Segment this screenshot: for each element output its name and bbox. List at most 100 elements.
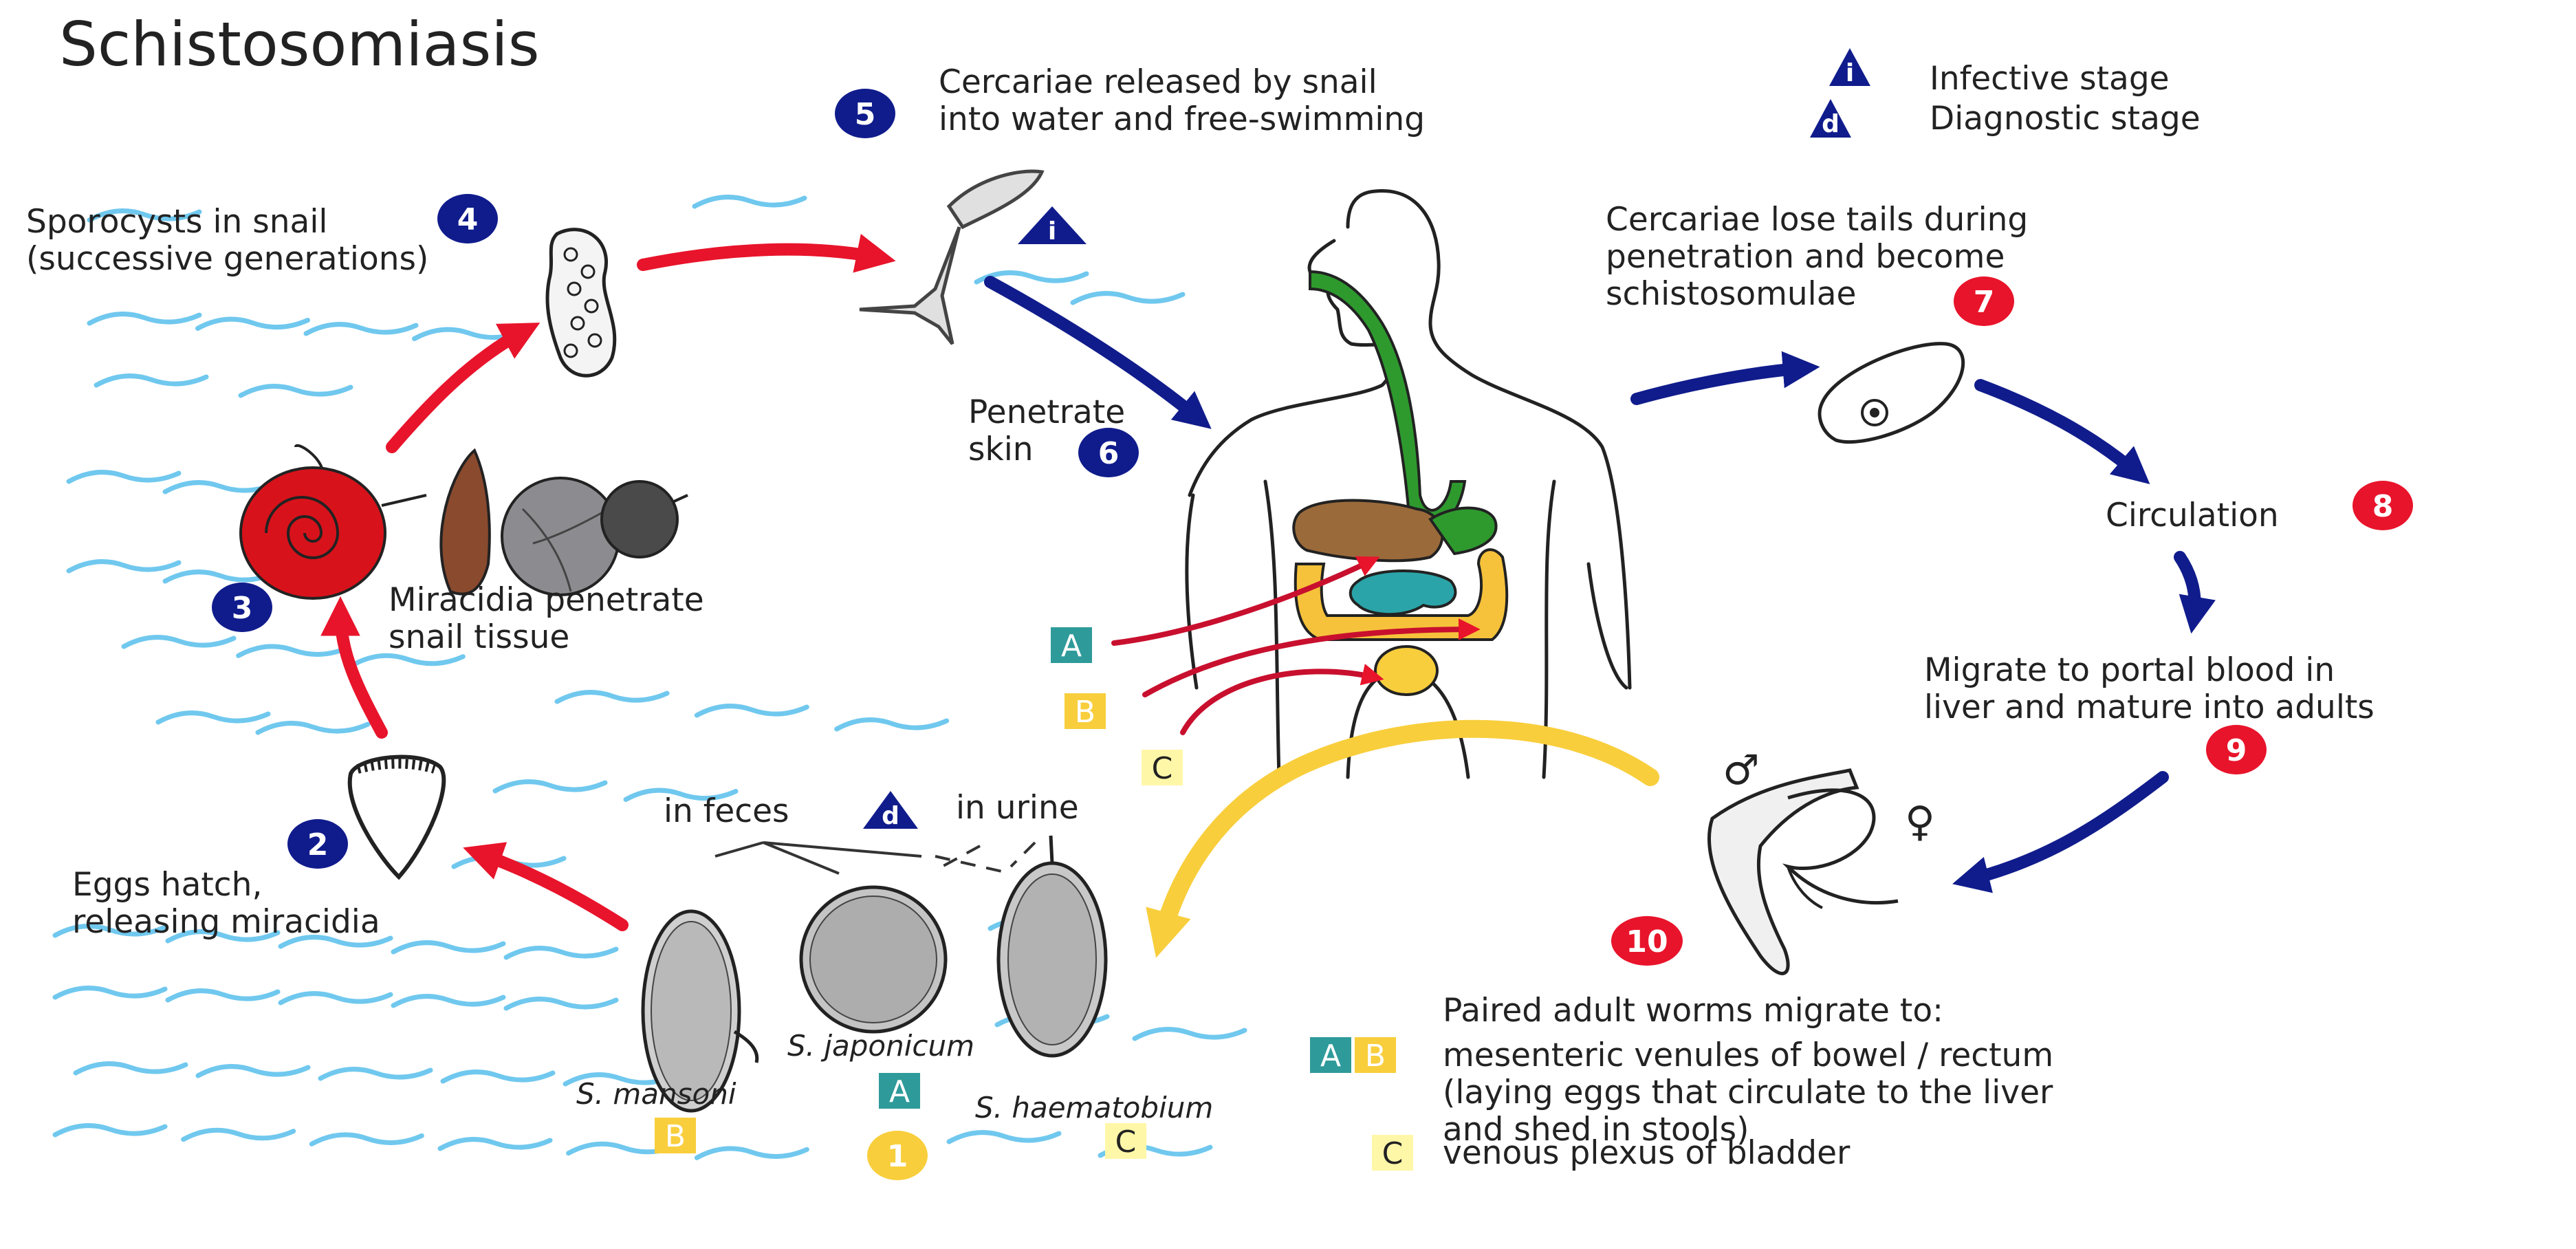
sporocyst-illustration <box>545 228 617 378</box>
arrow-6-to-7 <box>1630 351 1820 405</box>
site-text-0: mesenteric venules of bowel / rectum(lay… <box>1443 1036 2053 1149</box>
wave-line <box>1132 1027 1247 1041</box>
wave-line <box>52 924 168 938</box>
wave-line <box>391 940 506 955</box>
svg-text:9: 9 <box>2226 733 2247 768</box>
legend-diagnostic-label: Diagnostic stage <box>1930 100 2201 138</box>
wave-line <box>155 710 271 725</box>
svg-text:3: 3 <box>232 591 253 626</box>
svg-text:i: i <box>1048 217 1056 246</box>
step-label-4: Sporocysts in snail(successive generatio… <box>26 203 428 278</box>
arrow-1-to-2 <box>463 842 629 931</box>
wave-line <box>440 1069 556 1084</box>
svg-text:B: B <box>1365 1039 1386 1074</box>
svg-text:2: 2 <box>307 827 329 862</box>
wave-line <box>437 1137 553 1151</box>
cycle-arrows <box>320 233 2216 958</box>
wave-line <box>66 470 182 484</box>
in-feces-label: in feces <box>664 792 789 830</box>
wave-line <box>162 569 278 584</box>
svg-text:C: C <box>1115 1125 1137 1160</box>
arrow-5-to-6 <box>984 276 1212 429</box>
wave-line <box>946 1130 1062 1144</box>
site-code-A: A <box>1310 1037 1351 1074</box>
wave-line <box>87 208 202 223</box>
wave-line <box>309 1132 424 1147</box>
svg-text:d: d <box>882 802 899 830</box>
species-code-A: A <box>879 1073 920 1109</box>
step-badge-1: 1 <box>867 1131 928 1180</box>
adult-worm-pair-illustration: ♂ ♀ <box>1707 746 1935 975</box>
wave-line <box>236 644 351 658</box>
step-badge-4: 4 <box>437 194 498 243</box>
arrow-8-to-9 <box>2174 551 2216 634</box>
arrow-code-B <box>1142 618 1481 697</box>
svg-text:B: B <box>1075 695 1095 730</box>
species-label-mansoni: S. mansoni <box>576 1077 736 1111</box>
body-entry-code-C: C <box>1142 750 1183 786</box>
step-badge-5: 5 <box>835 89 895 138</box>
step-badge-9: 9 <box>2206 725 2267 774</box>
wave-line <box>73 1061 188 1076</box>
svg-text:5: 5 <box>855 97 876 132</box>
species-label-japonicum: S. japonicum <box>787 1029 974 1063</box>
schistosomulum-illustration <box>1818 342 1965 444</box>
egg-illustrations <box>641 835 1108 1113</box>
wave-line <box>87 312 202 326</box>
male-symbol: ♂ <box>1723 746 1760 794</box>
arrow-9-to-10 <box>1952 771 2169 893</box>
svg-text:C: C <box>1382 1136 1404 1171</box>
arrow-2-to-3 <box>320 596 388 739</box>
wave-line <box>52 1123 168 1138</box>
step-label-8: Circulation <box>2106 497 2279 534</box>
svg-text:B: B <box>665 1119 686 1154</box>
egg-diagnostic-icon: d <box>863 791 918 830</box>
svg-text:1: 1 <box>887 1139 908 1174</box>
step-badge-10: 10 <box>1611 916 1683 966</box>
cercaria-infective-icon: i <box>1018 206 1087 246</box>
svg-text:4: 4 <box>457 202 479 237</box>
svg-text:8: 8 <box>2372 489 2394 524</box>
wave-line <box>66 559 182 574</box>
wave-line <box>554 690 670 704</box>
site-code-C: C <box>1372 1135 1413 1171</box>
snail-illustrations <box>239 444 688 600</box>
wave-line <box>94 373 209 388</box>
wave-line <box>350 653 466 668</box>
arrow-10-to-eggs <box>1146 719 1659 958</box>
step-label-2: Eggs hatch,releasing miracidia <box>72 866 380 941</box>
wave-line <box>121 635 237 649</box>
svg-text:7: 7 <box>1974 285 1995 320</box>
wave-line <box>165 929 281 944</box>
wave-line <box>181 1127 296 1142</box>
wave-line <box>195 316 310 331</box>
step-badge-7: 7 <box>1954 276 2014 326</box>
svg-text:10: 10 <box>1626 924 1668 959</box>
body-entry-code-B: B <box>1065 693 1106 730</box>
wave-line <box>52 986 168 1000</box>
species-code-B: B <box>655 1118 696 1154</box>
arrow-code-A <box>1111 556 1380 646</box>
wave-line <box>834 717 950 732</box>
svg-text:C: C <box>1152 751 1173 786</box>
female-symbol: ♀ <box>1905 798 1935 846</box>
wave-line <box>278 935 393 949</box>
step-badge-8: 8 <box>2353 481 2413 530</box>
step-badge-3: 3 <box>212 583 272 632</box>
svg-text:d: d <box>1822 110 1840 138</box>
step-label-10: Paired adult worms migrate to: <box>1443 992 1943 1030</box>
arrow-4-to-5 <box>637 233 896 273</box>
legend: i Infective stage d Diagnostic stage <box>1810 48 2201 138</box>
wave-line <box>692 195 807 209</box>
wave-line <box>503 946 619 960</box>
digestive-organs <box>1292 270 1509 696</box>
arrow-3-to-4 <box>386 323 541 453</box>
diagram-title: Schistosomiasis <box>59 9 540 80</box>
